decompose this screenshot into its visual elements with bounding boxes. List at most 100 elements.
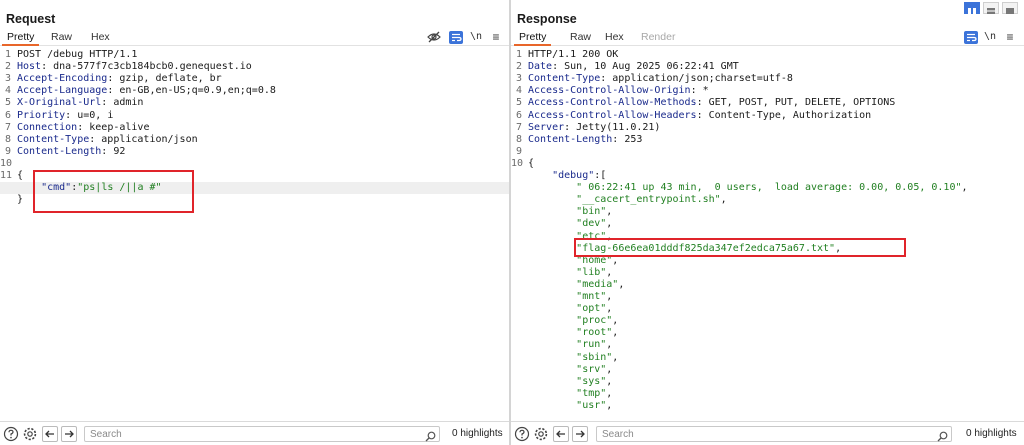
- code-line: "run",: [511, 339, 1024, 351]
- response-tab-pretty[interactable]: Pretty: [514, 30, 552, 46]
- line-number: 9: [4, 145, 11, 157]
- code-text: [528, 400, 576, 411]
- code-text: [528, 303, 576, 314]
- code-text: ,: [612, 351, 619, 363]
- code-text: : GET, POST, PUT, DELETE, OPTIONS: [696, 97, 896, 109]
- help-icon[interactable]: [514, 426, 530, 442]
- hide-eye-icon[interactable]: [427, 30, 443, 44]
- line-number: 4: [4, 85, 11, 97]
- search-icon: [425, 429, 436, 442]
- line-content: "bin",: [528, 206, 612, 218]
- code-text: [528, 206, 576, 217]
- response-search-input[interactable]: [596, 426, 952, 442]
- next-arrow-icon[interactable]: [61, 426, 77, 442]
- wrap-lines-icon[interactable]: [964, 31, 978, 44]
- header-name: Connection: [17, 121, 78, 133]
- request-tab-hex[interactable]: Hex: [91, 31, 110, 43]
- help-icon[interactable]: [3, 426, 19, 442]
- code-text: ,: [606, 230, 613, 242]
- header-name: Content-Length: [528, 133, 613, 145]
- line-content: " 06:22:41 up 43 min, 0 users, load aver…: [528, 182, 967, 194]
- line-number: 4: [515, 85, 522, 97]
- header-name: Access-Control-Allow-Headers: [528, 109, 697, 121]
- line-content: {: [528, 158, 534, 170]
- code-text: : application/json: [89, 133, 198, 145]
- line-content: "usr",: [528, 400, 612, 412]
- header-name: Content-Type: [17, 133, 90, 145]
- newline-toggle-button[interactable]: \n: [469, 31, 483, 42]
- request-tab-pretty[interactable]: Pretty: [2, 30, 40, 46]
- line-content: "sbin",: [528, 352, 618, 364]
- layout-stacked-button[interactable]: [983, 2, 999, 14]
- response-menu-icon[interactable]: ≡: [1006, 30, 1014, 44]
- search-icon: [937, 429, 948, 442]
- response-tab-render[interactable]: Render: [641, 31, 676, 43]
- code-text: ,: [720, 194, 727, 206]
- pane-divider[interactable]: [509, 0, 511, 445]
- json-string: "tmp": [576, 387, 607, 399]
- settings-gear-icon[interactable]: [22, 426, 38, 442]
- json-string: "home": [576, 254, 613, 266]
- line-content: Accept-Encoding: gzip, deflate, br: [17, 73, 222, 85]
- request-highlight-count: 0 highlights: [452, 428, 503, 439]
- code-text: : dna-577f7c3cb184bcb0.genequest.io: [41, 61, 252, 73]
- wrap-lines-icon[interactable]: [449, 31, 463, 44]
- code-text: : gzip, deflate, br: [107, 73, 222, 85]
- request-tab-raw[interactable]: Raw: [51, 31, 73, 43]
- line-number: 1: [515, 49, 522, 60]
- settings-gear-icon[interactable]: [533, 426, 549, 442]
- code-line: "tmp",: [511, 388, 1024, 400]
- line-number: 10: [0, 157, 13, 169]
- line-content: "mnt",: [528, 291, 612, 303]
- next-arrow-icon[interactable]: [572, 426, 588, 442]
- json-string: "flag-66e6ea01dddf825da347ef2edca75a67.t…: [576, 242, 836, 254]
- code-text: [528, 327, 576, 338]
- json-string: "dev": [576, 218, 607, 230]
- request-menu-icon[interactable]: ≡: [492, 30, 500, 44]
- code-text: [528, 255, 576, 266]
- previous-arrow-icon[interactable]: [42, 426, 58, 442]
- line-content: "proc",: [528, 315, 618, 327]
- newline-toggle-button[interactable]: \n: [983, 31, 997, 42]
- line-content: "lib",: [528, 267, 612, 279]
- line-content: Content-Type: application/json: [17, 134, 198, 146]
- layout-tabs-button[interactable]: [1002, 2, 1018, 14]
- json-string: "run": [576, 339, 607, 351]
- previous-arrow-icon[interactable]: [553, 426, 569, 442]
- code-text: [528, 182, 576, 193]
- code-text: : Content-Type, Authorization: [696, 109, 872, 121]
- code-text: ,: [606, 375, 613, 387]
- code-text: [528, 364, 576, 375]
- code-text: ,: [606, 206, 613, 218]
- code-text: {: [17, 170, 24, 181]
- code-text: [528, 339, 576, 350]
- response-tab-raw[interactable]: Raw: [570, 31, 592, 43]
- code-line: "bin",: [511, 206, 1024, 218]
- json-string: "opt": [576, 303, 607, 315]
- code-text: {: [528, 157, 535, 169]
- line-number: 5: [515, 97, 522, 109]
- code-line: }: [0, 194, 509, 206]
- request-search-bar: 0 highlights: [0, 421, 509, 445]
- json-string: "sys": [576, 375, 607, 387]
- line-content: Content-Type: application/json;charset=u…: [528, 73, 793, 85]
- layout-side-by-side-button[interactable]: [964, 2, 980, 14]
- code-text: ,: [606, 399, 613, 411]
- line-content: Access-Control-Allow-Headers: Content-Ty…: [528, 110, 871, 122]
- code-text: : application/json;charset=utf-8: [600, 73, 793, 85]
- code-text: [528, 267, 576, 278]
- header-name: Access-Control-Allow-Methods: [528, 97, 697, 109]
- json-string: "ps|ls /||a #": [77, 182, 162, 194]
- request-search-input[interactable]: [84, 426, 440, 442]
- response-tab-hex[interactable]: Hex: [605, 31, 624, 43]
- code-text: POST /debug HTTP/1.1: [17, 49, 138, 60]
- code-text: : en-GB,en-US;q=0.9,en;q=0.8: [107, 85, 276, 97]
- line-content: "sys",: [528, 376, 612, 388]
